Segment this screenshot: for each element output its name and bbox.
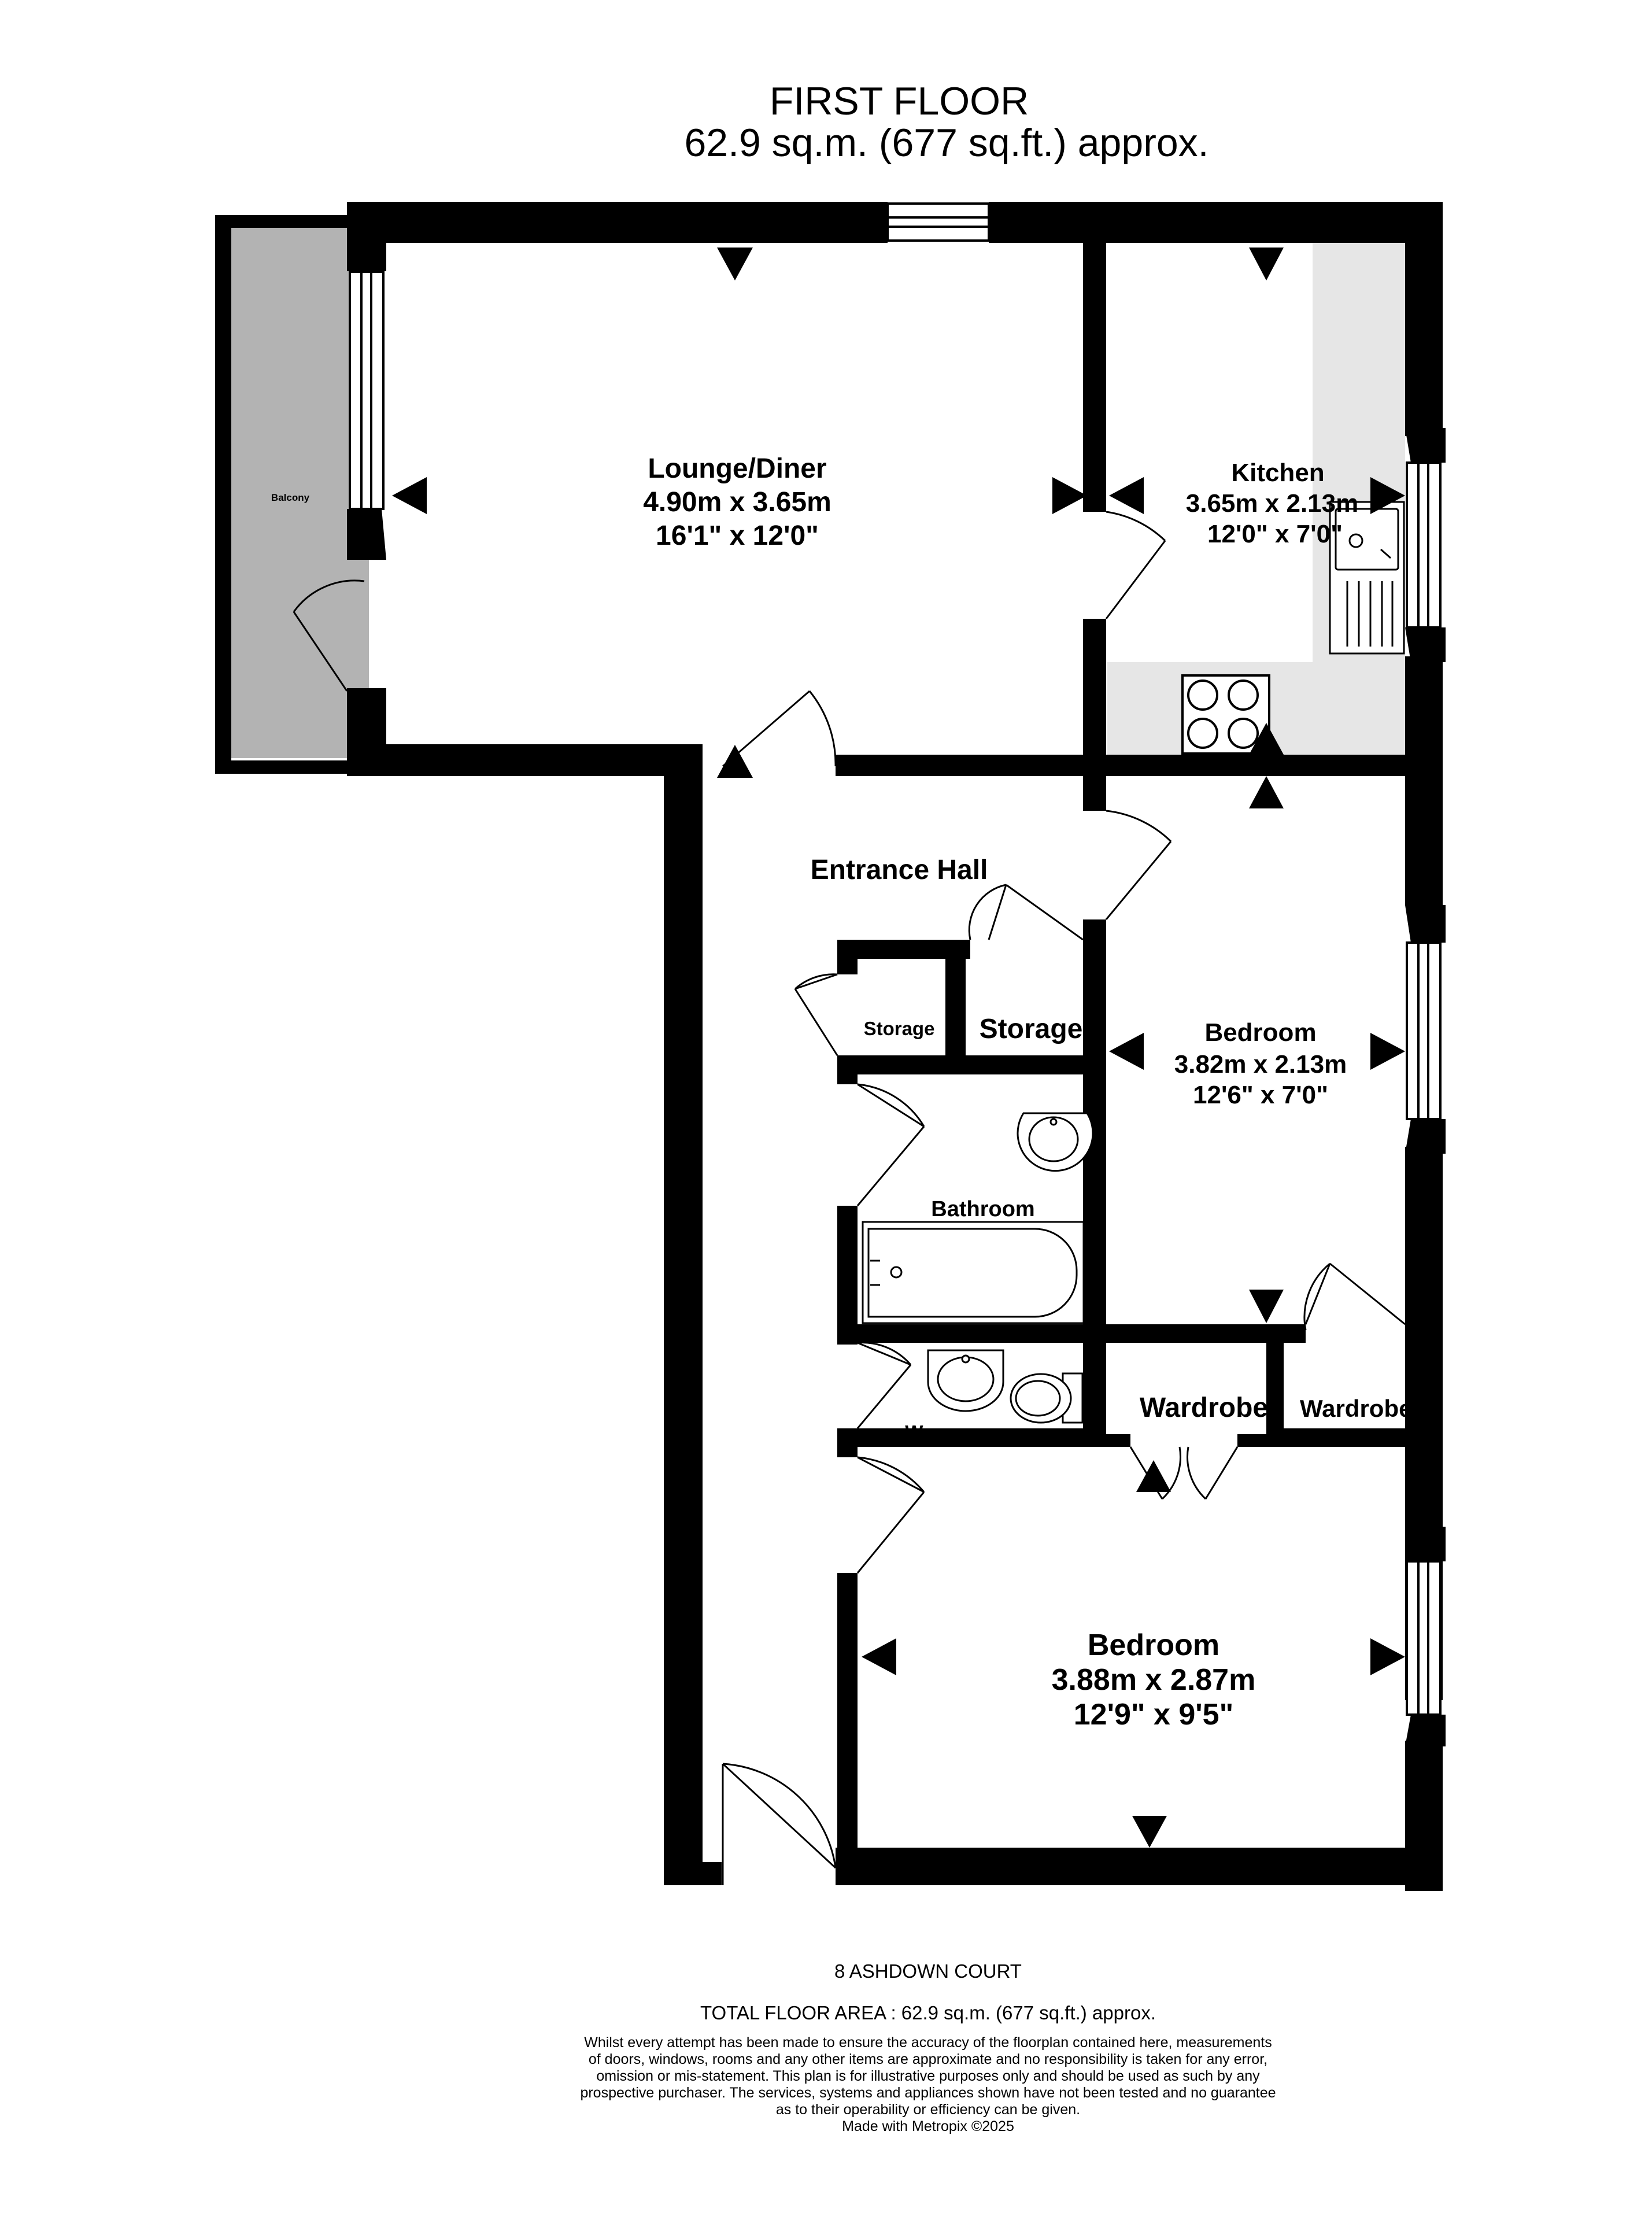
disclaimer-line: of doors, windows, rooms and any other i…: [589, 2051, 1267, 2067]
kitchen-name: Kitchen: [1231, 459, 1324, 487]
window-bedroom-1: [1406, 941, 1442, 1120]
storage-small-label: Storage: [864, 1018, 935, 1039]
bedroom-small-name: Bedroom: [1204, 1018, 1316, 1047]
door-bathroom: [856, 1083, 925, 1206]
bedroom-large-metric: 3.88m x 2.87m: [1052, 1663, 1256, 1697]
door-storage-large: [968, 884, 1084, 941]
floor-title: FIRST FLOOR: [770, 79, 1029, 123]
bedroom-small-metric: 3.82m x 2.13m: [1174, 1050, 1347, 1079]
kitchen-sink: [1329, 501, 1405, 655]
lounge-name: Lounge/Diner: [648, 453, 826, 484]
disclaimer-line: as to their operability or efficiency ca…: [776, 2102, 1080, 2118]
bath: [862, 1221, 1085, 1324]
window-caps: [347, 202, 1446, 1746]
walls: [215, 202, 1443, 1891]
window-bedroom-2: [1406, 1560, 1442, 1716]
bedroom-small-imperial: 12'6" x 7'0": [1193, 1081, 1328, 1109]
hob: [1181, 674, 1270, 755]
wc-basin: [927, 1349, 1004, 1412]
door-bedroom-2: [856, 1456, 925, 1574]
wardrobe-right-label: Wardrobe: [1300, 1395, 1412, 1422]
bedroom-large-name: Bedroom: [1088, 1628, 1219, 1662]
lounge-imperial: 16'1" x 12'0": [656, 520, 819, 551]
credit: Made with Metropix ©2025: [842, 2118, 1014, 2134]
windows: [349, 202, 1442, 1716]
disclaimer-line: omission or mis-statement. This plan is …: [596, 2068, 1260, 2084]
balcony-floor: [230, 227, 369, 758]
door-wardrobe-right: [1303, 1262, 1406, 1331]
window-top: [886, 202, 990, 242]
window-kitchen: [1406, 461, 1442, 629]
wc-label: Wc: [905, 1421, 934, 1443]
floor-area: 62.9 sq.m. (677 sq.ft.) approx.: [684, 121, 1208, 165]
address: 8 ASHDOWN COURT: [834, 1960, 1022, 1982]
bathroom-label: Bathroom: [931, 1197, 1034, 1221]
bathroom-basin: [1017, 1112, 1094, 1172]
door-bedroom-1: [1105, 810, 1172, 920]
wardrobe-left-label: Wardrobe: [1140, 1393, 1268, 1423]
toilet: [1010, 1372, 1084, 1424]
storage-large-label: Storage: [980, 1014, 1083, 1044]
balcony-label: Balcony: [271, 492, 310, 503]
kitchen-imperial: 12'0" x 7'0": [1207, 520, 1343, 548]
door-kitchen: [1105, 511, 1166, 619]
door-storage-small: [794, 973, 838, 1056]
door-front-entrance: [722, 1763, 837, 1885]
entrance-hall-label: Entrance Hall: [811, 855, 988, 885]
door-wc: [856, 1342, 912, 1429]
total-floor-area: TOTAL FLOOR AREA : 62.9 sq.m. (677 sq.ft…: [700, 2002, 1156, 2023]
kitchen-metric: 3.65m x 2.13m: [1186, 489, 1358, 518]
door-balcony: [293, 579, 365, 692]
bedroom-large-imperial: 12'9" x 9'5": [1074, 1698, 1233, 1731]
dimension-arrows: [392, 248, 1405, 1848]
disclaimer-line: Whilst every attempt has been made to en…: [584, 2034, 1272, 2051]
window-balcony: [349, 271, 385, 510]
lounge-metric: 4.90m x 3.65m: [643, 487, 831, 518]
disclaimer-line: prospective purchaser. The services, sys…: [580, 2085, 1276, 2101]
